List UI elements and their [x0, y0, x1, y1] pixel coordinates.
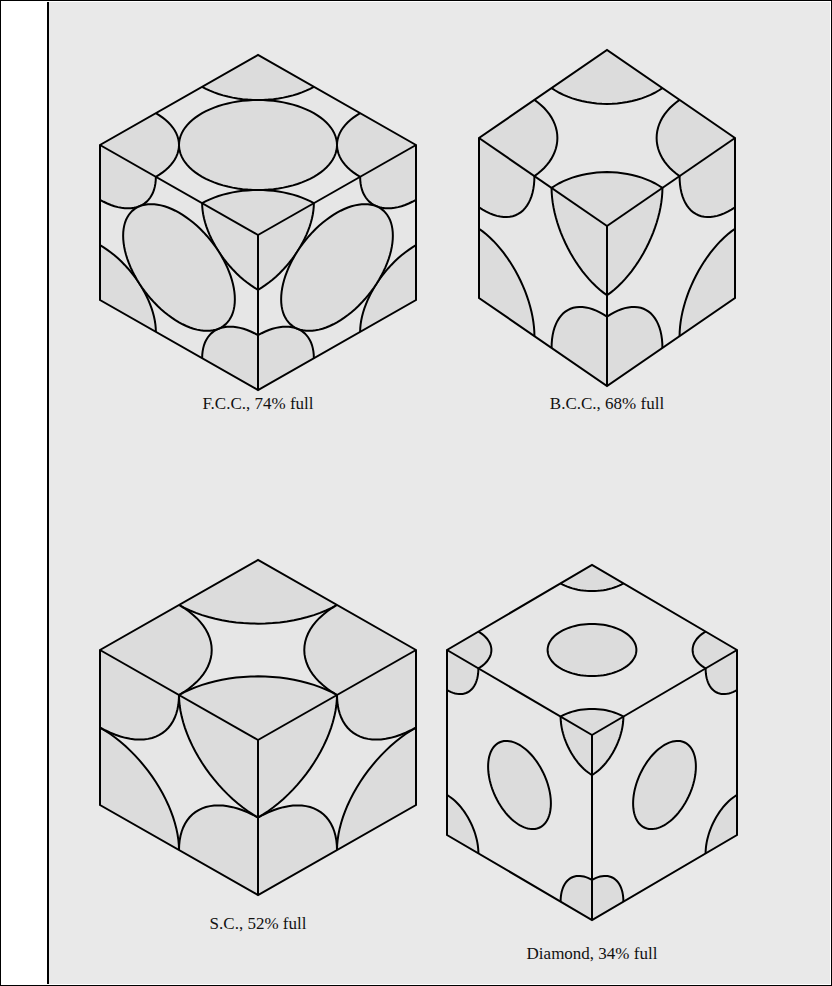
cube-edge [257, 235, 259, 390]
cube-edge [607, 138, 735, 226]
cube-edge [258, 650, 416, 740]
atom-section [179, 100, 337, 190]
crystal-cell [401, 0, 814, 465]
crystal-cell [403, 539, 782, 964]
atom-section [281, 204, 393, 331]
crystal-cell [21, 10, 495, 453]
cube-edge [447, 650, 592, 735]
structure-caption: B.C.C., 68% full [550, 394, 664, 414]
atom-sections [202, 82, 472, 454]
structure-caption: F.C.C., 74% full [202, 394, 313, 414]
atom-section [123, 204, 235, 331]
cube-outline [479, 50, 735, 386]
cube-edge [258, 145, 416, 235]
atom-sections [44, 82, 314, 454]
cube-edge [257, 740, 259, 895]
cube-edge [592, 650, 737, 735]
cube-outline [100, 560, 416, 895]
cube-edge [479, 138, 607, 226]
atom-section [633, 741, 696, 829]
cube-edge [100, 650, 258, 740]
structure-caption: Diamond, 34% full [527, 944, 658, 964]
atom-section [488, 741, 551, 829]
cube-drawings [0, 0, 813, 985]
cube-edge [591, 735, 593, 920]
atom-sections [21, 560, 337, 984]
structure-caption: S.C., 52% full [210, 914, 307, 934]
atom-section [548, 624, 637, 676]
cube-outline [100, 55, 416, 390]
cube-edge [606, 226, 608, 386]
cube-edge [100, 145, 258, 235]
page-edge [47, 2, 49, 984]
cube-outline [447, 565, 737, 920]
